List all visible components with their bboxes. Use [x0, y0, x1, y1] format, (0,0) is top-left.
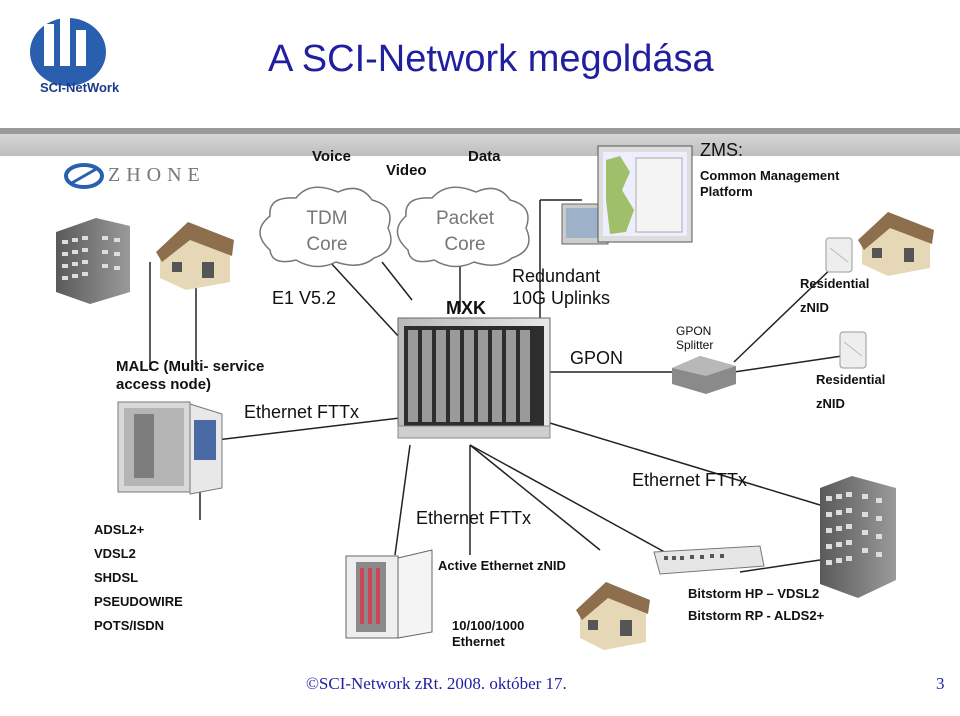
zms-title: ZMS:: [700, 140, 743, 160]
house-icon-topleft: [156, 222, 234, 290]
dsl-item: ADSL2+: [94, 522, 145, 537]
ethernet-fttx-bottom: Ethernet FTTx: [416, 508, 532, 528]
voice-label: Voice: [312, 148, 351, 165]
tdm-core-line1: TDM: [306, 208, 348, 229]
zhone-logo-text: ZHONE: [108, 164, 206, 186]
ethernet-fttx-right: Ethernet FTTx: [632, 470, 748, 490]
tdm-cloud: [259, 186, 392, 268]
packet-core-line2: Core: [444, 234, 486, 255]
znid-device-icon-1: [825, 237, 853, 273]
active-ethernet-label: Active Ethernet zNID: [438, 558, 566, 573]
malc-cabinet-icon: [117, 401, 223, 495]
malc-line2: access node): [116, 376, 212, 393]
uplinks-line2: 10G Uplinks: [512, 288, 611, 308]
dsl-item: POTS/ISDN: [94, 618, 165, 633]
packet-core-label: Packet Core: [432, 206, 498, 258]
tdm-core-label: TDM Core: [298, 206, 356, 258]
packet-core-line1: Packet: [435, 208, 495, 229]
bitstorm-device-icon: [653, 545, 765, 575]
packet-cloud: [396, 186, 530, 268]
znid-device-icon-2: [839, 331, 867, 369]
house-icon-bottom: [576, 582, 650, 650]
e1-v52-label: E1 V5.2: [272, 288, 337, 308]
dsl-item: VDSL2: [94, 546, 136, 561]
office-building-icon-topleft: [56, 218, 130, 304]
ethernet-fttx-left: Ethernet FTTx: [244, 402, 360, 422]
mxk-label: MXK: [446, 298, 486, 318]
sci-network-logo: [30, 18, 106, 86]
uplinks-line1: Redundant: [512, 266, 601, 286]
eth-speed-line1: 10/100/1000: [452, 618, 525, 633]
data-label: Data: [468, 148, 501, 165]
slide-title: A SCI-Network megoldása: [268, 38, 714, 80]
footer-text: ©SCI-Network zRt. 2008. október 17.: [306, 674, 567, 693]
mxk-chassis-icon: [397, 317, 551, 439]
znid-label-2: zNID: [816, 396, 845, 411]
bitstorm-rp-label: Bitstorm RP - ALDS2+: [688, 608, 825, 623]
zms-subtitle2: Platform: [700, 184, 753, 199]
residential-label-2: Residential: [816, 372, 886, 387]
gpon-splitter-line2: Splitter: [676, 338, 714, 352]
gpon-label: GPON: [570, 348, 624, 368]
gpon-splitter-line1: GPON: [676, 324, 712, 338]
gpon-splitter-icon: [672, 356, 736, 394]
active-ethernet-cabinet-icon: [345, 549, 433, 639]
residential-label-1: Residential: [800, 276, 870, 291]
dsl-item: PSEUDOWIRE: [94, 594, 183, 609]
connection-lines: [149, 199, 843, 573]
bitstorm-hp-label: Bitstorm HP – VDSL2: [688, 586, 820, 601]
video-label: Video: [386, 162, 427, 179]
office-building-icon-right: [820, 476, 896, 598]
zhone-logo-icon: [64, 163, 104, 189]
tdm-core-line2: Core: [306, 234, 348, 255]
znid-label-1: zNID: [800, 300, 829, 315]
page-number: 3: [936, 674, 945, 693]
sci-network-logo-text: SCI-NetWork: [40, 80, 120, 95]
zms-monitor-icon: [561, 145, 693, 245]
malc-line1: MALC (Multi- service: [116, 358, 265, 375]
zms-subtitle1: Common Management: [700, 168, 840, 183]
house-icon-topright: [858, 212, 934, 276]
eth-speed-line2: Ethernet: [452, 634, 505, 649]
dsl-item: SHDSL: [94, 570, 139, 585]
